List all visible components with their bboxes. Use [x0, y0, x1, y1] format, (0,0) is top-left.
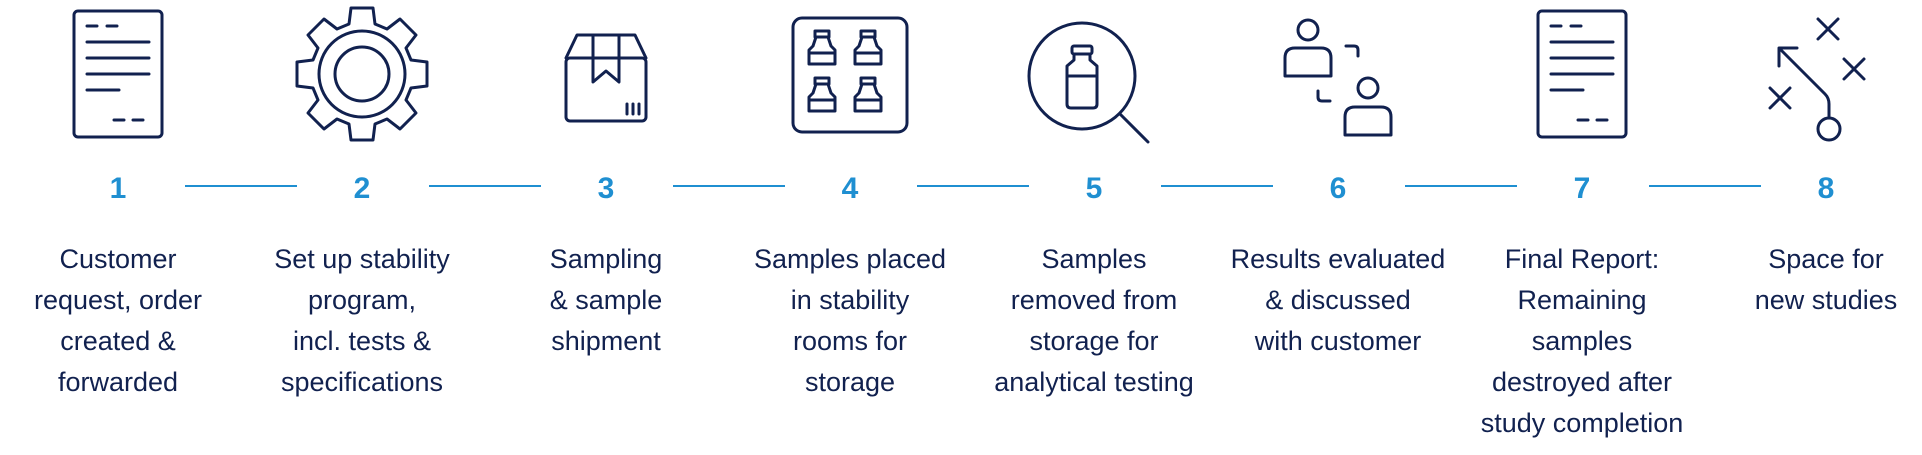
connector-5-6 — [1161, 185, 1273, 187]
step-number: 7 — [1573, 172, 1591, 205]
step-3: 3 Sampling & sample shipment — [486, 0, 726, 362]
connector-2-3 — [429, 185, 541, 187]
step-number: 8 — [1817, 172, 1835, 205]
step-description: Results evaluated & discussed with custo… — [1230, 244, 1446, 356]
step-1: 1 Customer request, order created & forw… — [0, 0, 238, 403]
connector-3-4 — [673, 185, 785, 187]
connector-1-2 — [185, 185, 297, 187]
step-2: 2 Set up stability program, incl. tests … — [242, 0, 482, 403]
step-description: Set up stability program, incl. tests & … — [274, 244, 450, 397]
step-description: Samples removed from storage for analyti… — [994, 244, 1194, 397]
step-description: Final Report: Remaining samples destroye… — [1480, 244, 1684, 438]
step-number: 5 — [1085, 172, 1103, 205]
step-8: 8 Space for new studies — [1706, 0, 1922, 321]
package-icon — [531, 0, 681, 150]
step-number: 4 — [841, 172, 859, 205]
step-description: Customer request, order created & forwar… — [33, 244, 203, 397]
magnifier-bottle-icon — [1019, 0, 1169, 150]
people-exchange-icon — [1263, 0, 1413, 150]
step-number: 3 — [597, 172, 615, 205]
connector-7-8 — [1649, 185, 1761, 187]
step-description: Sampling & sample shipment — [549, 244, 663, 356]
step-5: 5 Samples removed from storage for analy… — [974, 0, 1214, 403]
gear-icon — [287, 0, 437, 150]
step-description: Space for new studies — [1754, 244, 1898, 315]
step-number: 6 — [1329, 172, 1347, 205]
connector-6-7 — [1405, 185, 1517, 187]
step-description: Samples placed in stability rooms for st… — [753, 244, 947, 397]
step-number: 1 — [109, 172, 127, 205]
sample-tray-icon — [775, 0, 925, 150]
document-icon — [43, 0, 193, 150]
step-number: 2 — [353, 172, 371, 205]
report-document-icon — [1507, 0, 1657, 150]
step-7: 7 Final Report: Remaining samples destro… — [1462, 0, 1702, 444]
strategy-play-icon — [1751, 0, 1901, 150]
step-6: 6 Results evaluated & discussed with cus… — [1218, 0, 1458, 362]
step-4: 4 Samples placed in stability rooms for … — [730, 0, 970, 403]
connector-4-5 — [917, 185, 1029, 187]
